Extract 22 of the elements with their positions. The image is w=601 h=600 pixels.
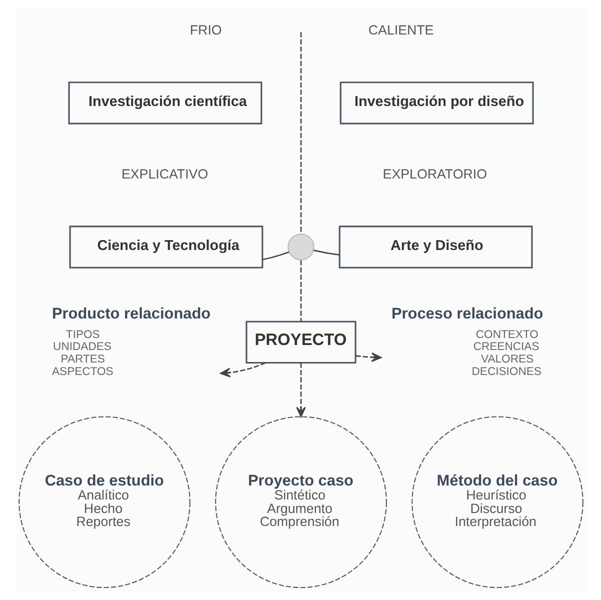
connector	[262, 251, 289, 260]
connector	[300, 260, 302, 322]
node-circle: Proyecto caso Sintético Argumento Comprensión	[214, 416, 386, 588]
label: EXPLORATORIO	[382, 166, 486, 182]
node-text: Proceso relacionado CONTEXTO CREENCIAS VALORES DECISIONES	[391, 306, 543, 378]
arrow	[296, 362, 306, 418]
arrow	[355, 352, 382, 362]
node-circle	[287, 234, 314, 260]
arrow	[220, 362, 266, 378]
label: CALIENTE	[368, 22, 434, 38]
node-box: Arte y Diseño	[338, 226, 532, 268]
node-text: Producto relacionado TIPOS UNIDADES PARTES ASPECTOS	[52, 306, 210, 378]
connector	[312, 250, 339, 256]
label: EXPLICATIVO	[120, 166, 208, 182]
node-box: Investigación por diseño	[339, 82, 534, 124]
node-box: Investigación científica	[68, 82, 262, 124]
node-circle: Caso de estudio Analítico Hecho Reportes	[18, 416, 190, 588]
connector	[300, 32, 302, 234]
label: FRIO	[189, 22, 222, 38]
node-box: Ciencia y Tecnología	[68, 226, 263, 268]
node-box: PROYECTO	[245, 320, 356, 364]
node-circle: Método del caso Heurístico Discurso Interpretación	[411, 416, 583, 588]
